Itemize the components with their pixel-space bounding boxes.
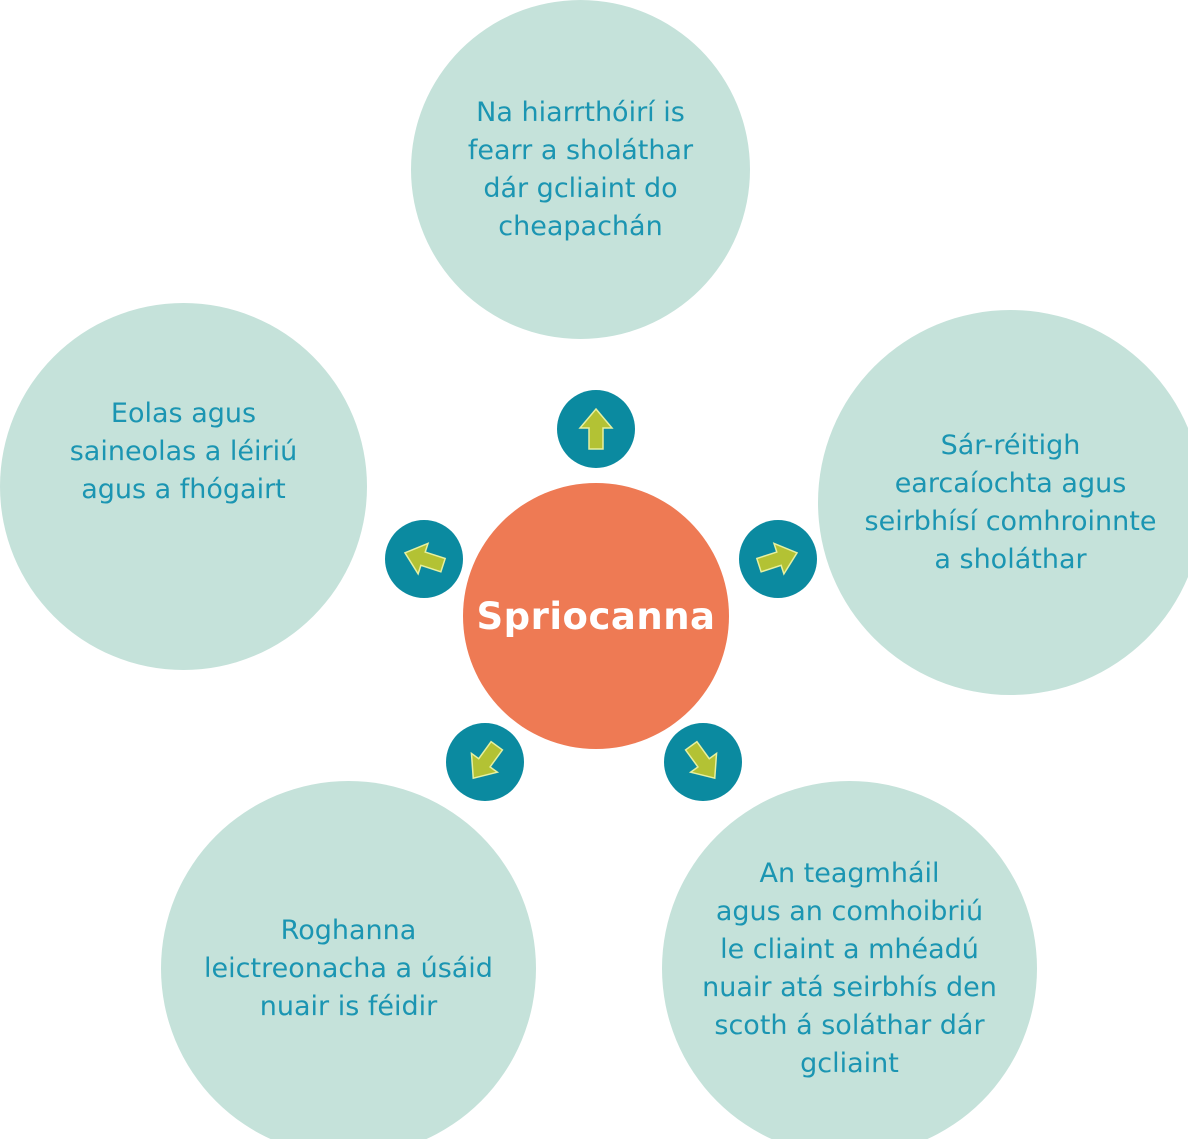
goal-text-left: Eolas agus saineolas a léiriú agus a fhó… bbox=[69, 397, 298, 505]
center-circle: Spriocanna bbox=[463, 483, 729, 749]
arrow-down-right-badge bbox=[664, 723, 742, 801]
goal-text-right: Sár-réitigh earcaíochta agus seirbhísí c… bbox=[864, 429, 1157, 575]
arrow-down-left-badge bbox=[446, 723, 524, 801]
goal-circle-top: Na hiarrthóirí is fearr a sholáthar dár … bbox=[411, 0, 750, 339]
arrow-down-left-icon bbox=[470, 740, 504, 780]
goal-circle-bottom-right: An teagmháil agus an comhoibriú le cliai… bbox=[662, 781, 1037, 1139]
arrow-up-right-icon bbox=[755, 542, 799, 576]
arrow-down-right-icon bbox=[684, 740, 718, 780]
goal-circle-left: Eolas agus saineolas a léiriú agus a fhó… bbox=[0, 303, 367, 670]
arrow-up-left-icon bbox=[403, 542, 447, 576]
center-label: Spriocanna bbox=[476, 594, 716, 638]
arrow-up-right-badge bbox=[739, 520, 817, 598]
arrow-up-left-badge bbox=[385, 520, 463, 598]
goal-circle-bottom-left: Roghanna leictreonacha a úsáid nuair is … bbox=[161, 781, 536, 1139]
goal-text-bottom-left: Roghanna leictreonacha a úsáid nuair is … bbox=[204, 914, 493, 1022]
arrow-up-icon bbox=[578, 407, 614, 450]
goal-circle-right: Sár-réitigh earcaíochta agus seirbhísí c… bbox=[818, 310, 1188, 695]
goal-text-bottom-right: An teagmháil agus an comhoibriú le cliai… bbox=[702, 857, 997, 1079]
arrow-up-badge bbox=[557, 390, 635, 468]
goal-text-top: Na hiarrthóirí is fearr a sholáthar dár … bbox=[467, 96, 694, 242]
